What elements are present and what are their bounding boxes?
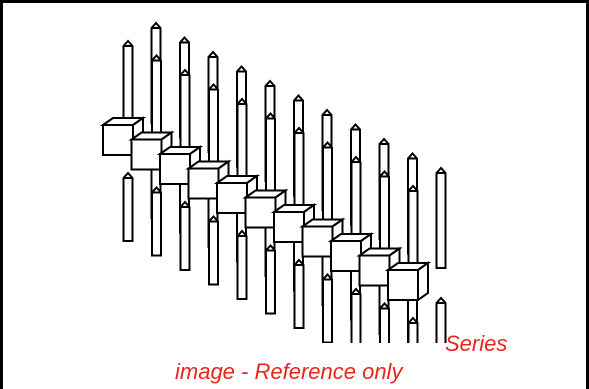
insulator-block (358, 254, 391, 287)
insulator-block (130, 138, 163, 171)
insulator-block (102, 124, 134, 156)
pin-back-bottom (435, 296, 447, 343)
pin-front-bottom (293, 258, 305, 329)
pin-front-bottom (379, 302, 390, 343)
pin-front-bottom (151, 186, 162, 257)
insulator-block (244, 196, 277, 229)
caption-reference-note: image - Reference only (175, 359, 403, 384)
pin-front-bottom (265, 244, 276, 315)
pin-back-top (435, 166, 447, 269)
pin-front-bottom (179, 200, 191, 271)
pin-front-bottom (122, 171, 134, 242)
pin-front-bottom (407, 316, 419, 343)
caption-series: Series (445, 331, 508, 356)
pin-front-bottom (322, 273, 333, 343)
pin-front-bottom (236, 229, 248, 300)
insulator-block (301, 225, 334, 258)
pin-front-bottom (208, 215, 219, 286)
pin-front-bottom (350, 287, 362, 343)
insulator-block (216, 182, 248, 214)
insulator-block (330, 240, 362, 272)
insulator-block (273, 211, 305, 243)
pin-header-drawing (99, 21, 447, 343)
insulator-block (387, 269, 419, 301)
insulator-block (187, 167, 220, 200)
insulator-block (159, 153, 191, 185)
